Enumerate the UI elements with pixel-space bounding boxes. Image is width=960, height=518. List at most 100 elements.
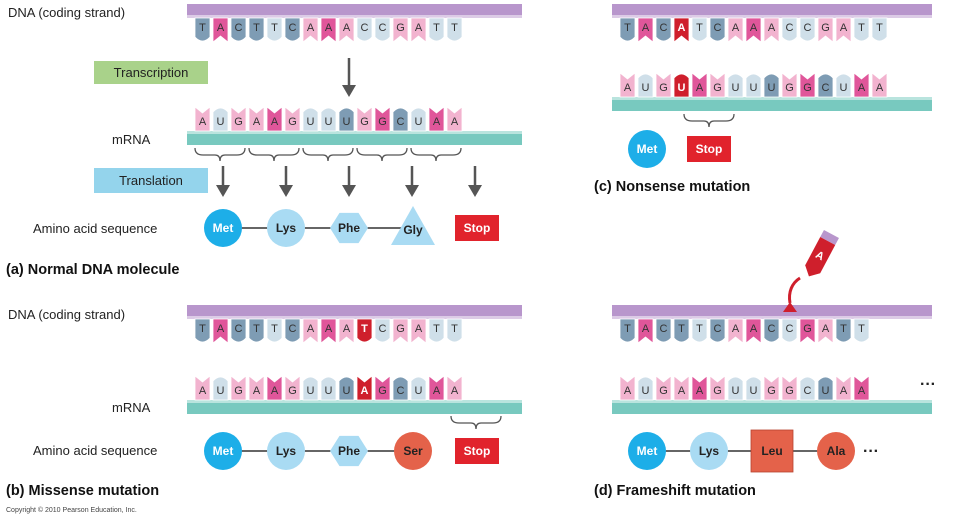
svg-text:C: C (289, 323, 297, 335)
stop-codon-bracket (683, 113, 735, 128)
nucleotide: C (374, 318, 391, 343)
nucleotide: T (248, 318, 265, 343)
svg-text:C: C (768, 323, 776, 335)
mrna-continuation: ··· (920, 376, 936, 393)
nucleotide: T (194, 318, 211, 343)
nucleotide: G (781, 72, 798, 98)
backbone (187, 131, 522, 145)
mutated-nucleotide: A (356, 375, 373, 401)
svg-text:G: G (234, 116, 243, 128)
svg-text:Stop: Stop (464, 221, 491, 235)
nucleotide: G (655, 375, 672, 401)
svg-text:C: C (786, 323, 794, 335)
amino-acid-met-circle-icon: Met (628, 130, 666, 168)
svg-text:A: A (415, 323, 423, 335)
nucleotide: T (446, 17, 463, 42)
svg-text:Met: Met (637, 142, 658, 156)
svg-text:A: A (750, 22, 758, 34)
nucleotide: G (374, 375, 391, 401)
dna-strand-label: DNA (coding strand) (8, 5, 125, 20)
svg-text:Lys: Lys (699, 444, 720, 458)
svg-text:A: A (642, 323, 650, 335)
nucleotide: U (338, 107, 355, 132)
nucleotide: U (745, 376, 762, 401)
amino-acid-lys-circle-icon: Lys (690, 432, 728, 470)
svg-text:G: G (803, 323, 812, 335)
nucleotide: U (410, 376, 427, 401)
nucleotide: A (446, 106, 463, 132)
nucleotide: G (284, 106, 301, 132)
svg-text:T: T (271, 323, 278, 335)
svg-text:U: U (732, 82, 740, 94)
nucleotide: U (637, 376, 654, 401)
svg-text:A: A (840, 22, 848, 34)
svg-text:Met: Met (213, 444, 234, 458)
nucleotide: A (320, 17, 337, 43)
nucleotide: C (763, 318, 780, 343)
svg-text:G: G (659, 385, 668, 397)
svg-text:A: A (732, 323, 740, 335)
svg-text:Ala: Ala (827, 444, 846, 458)
nucleotide: C (817, 73, 834, 98)
svg-text:A: A (271, 116, 279, 128)
amino-acid-met-circle-icon: Met (204, 209, 242, 247)
nucleotide: A (266, 375, 283, 401)
nucleotide: A (673, 375, 690, 401)
svg-text:A: A (642, 22, 650, 34)
svg-text:A: A (433, 385, 441, 397)
svg-text:A: A (325, 22, 333, 34)
backbone (612, 97, 932, 111)
svg-text:C: C (714, 22, 722, 34)
svg-text:U: U (750, 385, 758, 397)
nucleotide: T (428, 17, 445, 42)
svg-text:U: U (307, 385, 315, 397)
stop-codon-bracket (450, 415, 502, 430)
svg-text:G: G (713, 82, 722, 94)
svg-text:T: T (433, 323, 440, 335)
nucleotide: A (727, 318, 744, 344)
svg-text:C: C (786, 22, 794, 34)
svg-text:G: G (713, 385, 722, 397)
amino-acid-met-circle-icon: Met (204, 432, 242, 470)
amino-acid-met-circle-icon: Met (628, 432, 666, 470)
nucleotide: C (230, 17, 247, 42)
nucleotide: A (871, 72, 888, 98)
nucleotide: A (248, 106, 265, 132)
svg-text:A: A (876, 82, 884, 94)
nucleotide: G (709, 72, 726, 98)
nucleotide: A (853, 72, 870, 98)
svg-text:G: G (378, 116, 387, 128)
mutated-nucleotide: A (673, 17, 690, 43)
nucleotide: A (212, 17, 229, 43)
nucleotide: C (284, 318, 301, 343)
svg-text:A: A (253, 116, 261, 128)
svg-text:T: T (858, 22, 865, 34)
backbone (612, 305, 932, 319)
nucleotide: U (302, 107, 319, 132)
svg-text:A: A (199, 385, 207, 397)
svg-text:C: C (660, 22, 668, 34)
svg-text:G: G (785, 385, 794, 397)
svg-text:U: U (343, 385, 351, 397)
nucleotide: A (817, 318, 834, 344)
svg-text:Phe: Phe (338, 221, 360, 235)
nucleotide: T (691, 17, 708, 42)
nucleotide: A (338, 318, 355, 344)
nucleotide: C (799, 376, 816, 401)
svg-text:T: T (696, 22, 703, 34)
caption-c: (c) Nonsense mutation (594, 179, 750, 195)
svg-text:A: A (624, 385, 632, 397)
svg-text:U: U (307, 116, 315, 128)
nucleotide: G (799, 318, 816, 344)
svg-text:A: A (858, 82, 866, 94)
nucleotide: A (428, 106, 445, 132)
svg-text:Phe: Phe (338, 444, 360, 458)
nucleotide: G (392, 17, 409, 43)
svg-text:T: T (433, 22, 440, 34)
nucleotide: T (691, 318, 708, 343)
